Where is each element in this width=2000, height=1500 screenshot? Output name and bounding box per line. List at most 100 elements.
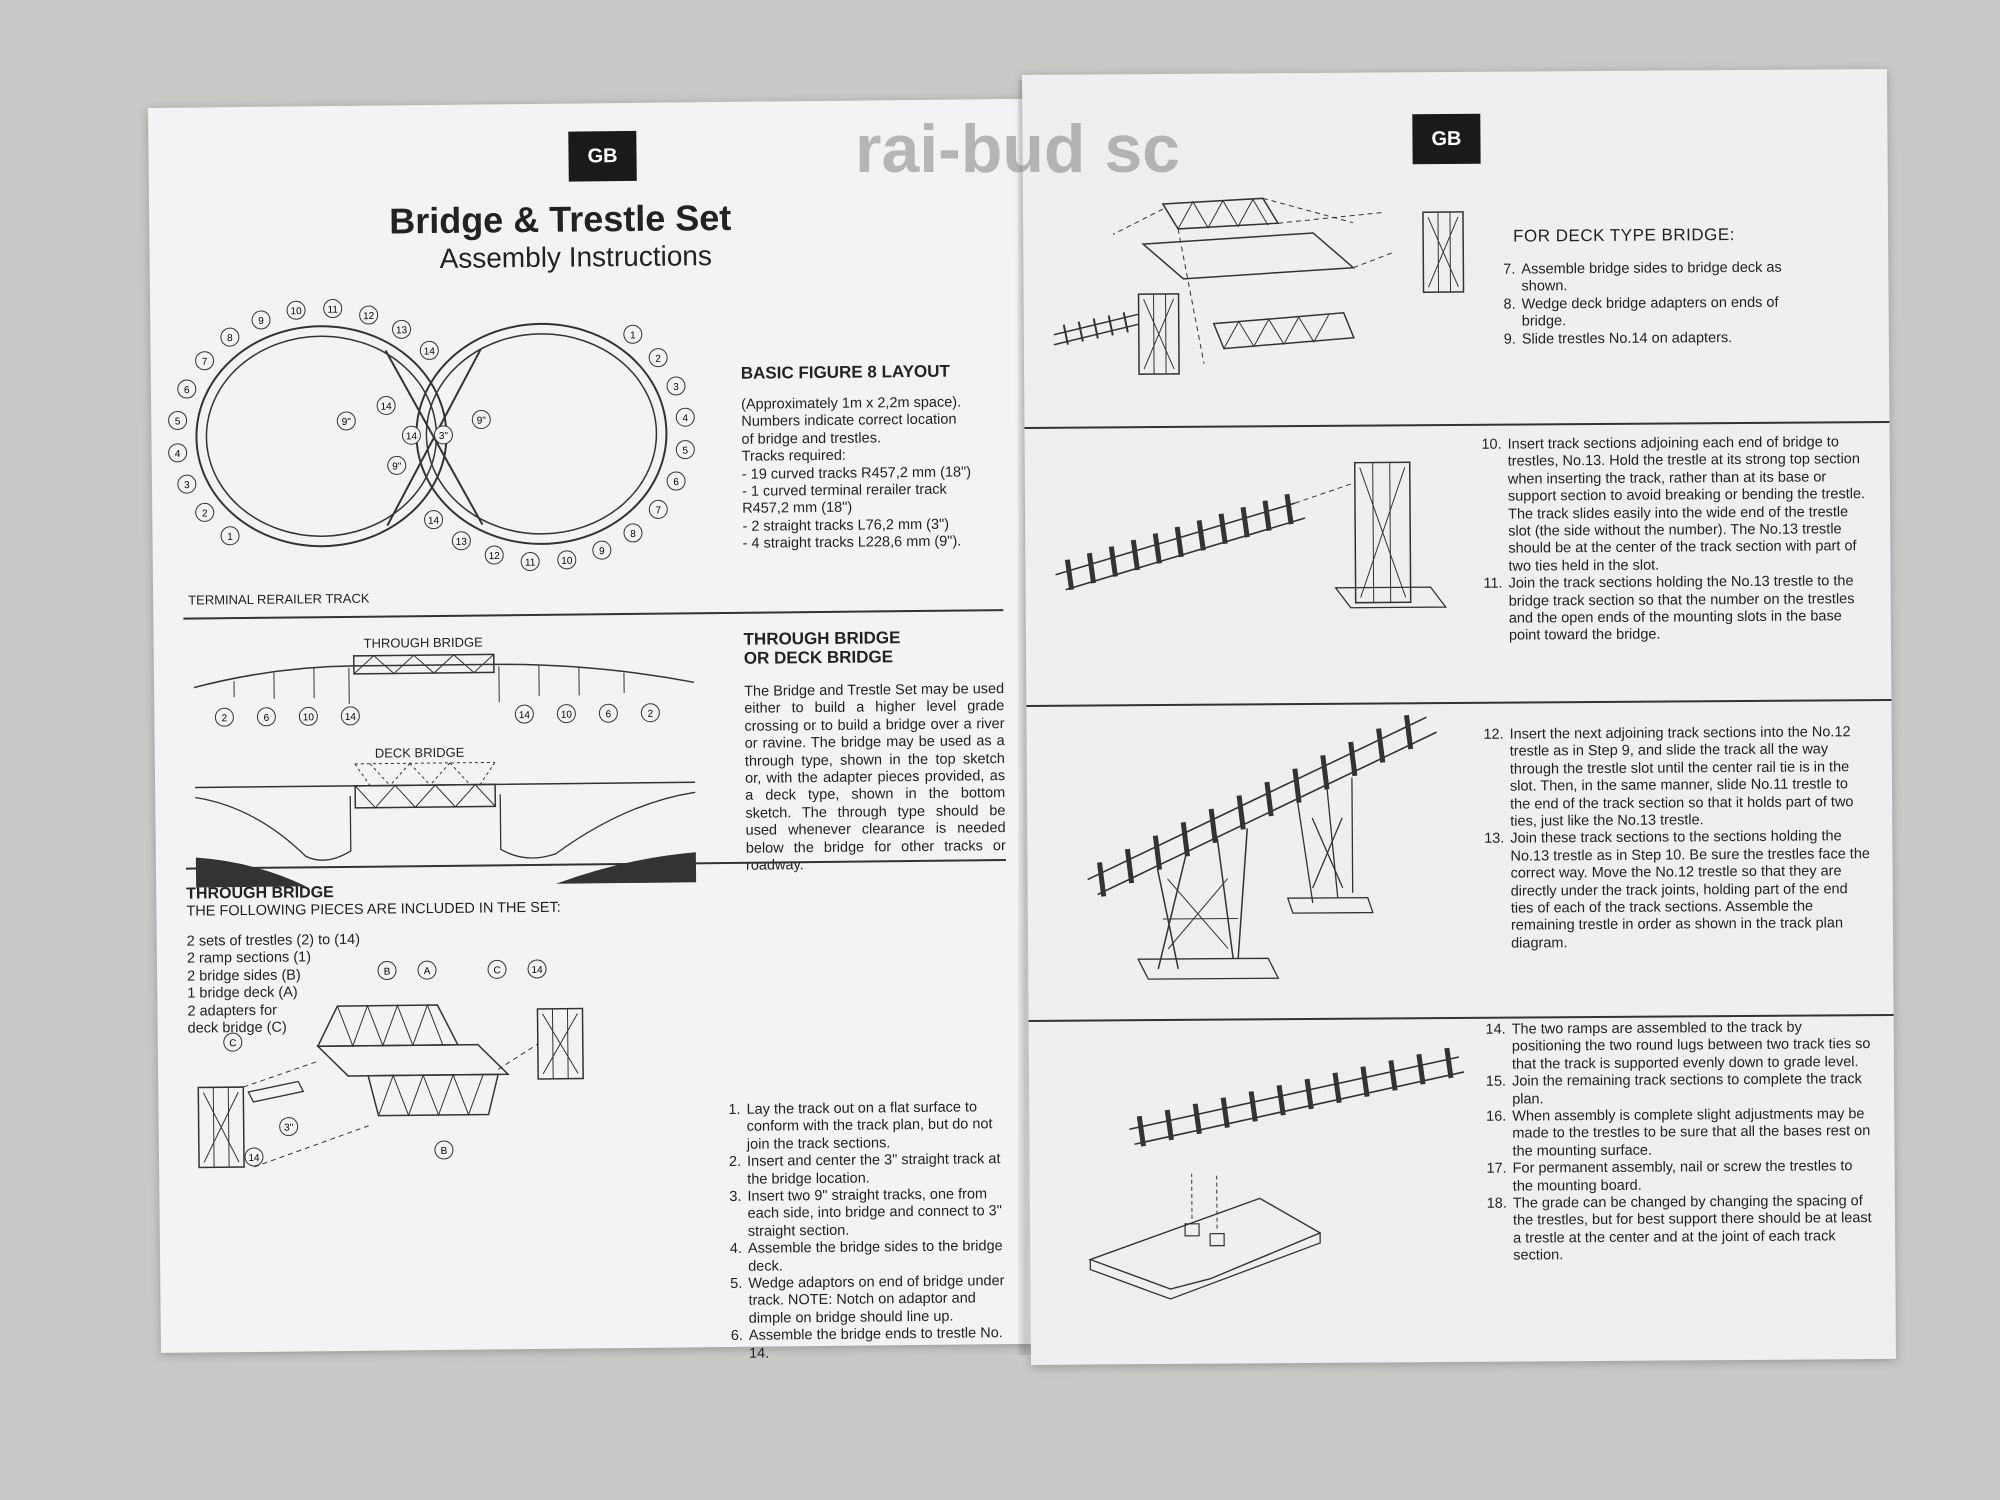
- step-item: 4.Assemble the bridge sides to the bridg…: [720, 1238, 1010, 1276]
- step-item: 2.Insert and center the 3" straight trac…: [719, 1151, 1009, 1189]
- right-loop-number-circle: [484, 545, 504, 565]
- center-label: 14: [381, 401, 393, 412]
- step-text: Insert track sections adjoining each end…: [1507, 434, 1866, 575]
- assembly-callout-circle: [417, 960, 437, 980]
- step-text: The two ramps are assembled to the track…: [1511, 1019, 1871, 1073]
- step-item: 16.When assembly is complete slight adju…: [1484, 1106, 1874, 1161]
- right-seq-number: 6: [606, 709, 612, 720]
- step-number: 4.: [729, 1241, 743, 1258]
- track-tie: [1388, 1060, 1398, 1091]
- assembly-callout: C: [493, 965, 500, 976]
- left-loop-number-circle: [419, 340, 439, 360]
- left-steps-list: 1.Lay the track out on a flat surface to…: [718, 1099, 1011, 1363]
- left-loop-number: 7: [202, 357, 208, 368]
- track-tie: [1220, 1097, 1230, 1128]
- track-tie: [1236, 795, 1246, 830]
- deck-bridge-assembly-diagram: [1053, 197, 1465, 375]
- right-loop-number-circle: [648, 499, 668, 519]
- right-loop-number: 7: [655, 505, 661, 516]
- right-seq-number: 2: [648, 709, 654, 720]
- left-seq-number-circle: [256, 707, 276, 727]
- step-item: 10.Insert track sections adjoining each …: [1480, 434, 1871, 576]
- left-loop-number-circle: [220, 526, 240, 546]
- step-number: 15.: [1485, 1073, 1507, 1091]
- figure8-text: (Approximately 1m x 2,2m space). Numbers…: [741, 394, 972, 553]
- gb-badge-left: GB: [568, 130, 637, 182]
- right-page: GB FOR DECK TYPE BRIDGE: 7.Assemble brid…: [1022, 68, 1896, 1365]
- center-label-circle: [336, 411, 356, 431]
- track-tie: [1264, 781, 1274, 817]
- step-number: 16.: [1486, 1108, 1507, 1125]
- step-number: 14.: [1485, 1021, 1506, 1038]
- left-loop-number-circle: [195, 502, 215, 522]
- step-item: 3.Insert two 9" straight tracks, one fro…: [719, 1186, 1010, 1241]
- assembly-callout-circle: [527, 959, 547, 979]
- left-loop-number-circle: [323, 299, 343, 319]
- track-tie: [1416, 1053, 1426, 1085]
- track-tie: [1097, 862, 1107, 897]
- left-seq-number: 6: [264, 713, 270, 724]
- right-loop-number: 12: [489, 551, 501, 562]
- right-loop-number-circle: [424, 510, 444, 530]
- track-tie: [1332, 1072, 1342, 1104]
- step-text: For permanent assembly, nail or screw th…: [1512, 1158, 1853, 1195]
- assembly-callout-circle: [223, 1032, 243, 1052]
- track-tie: [1218, 513, 1228, 545]
- step-number: 1.: [728, 1101, 741, 1118]
- track-tie: [1360, 1066, 1370, 1097]
- track-tie: [1276, 1084, 1286, 1116]
- assembly-callout: B: [441, 1146, 448, 1157]
- right-loop-number-circle: [557, 550, 577, 570]
- right-seq-number: 10: [561, 710, 573, 721]
- left-loop-number: 3: [184, 480, 190, 491]
- left-loop-number-circle: [195, 351, 215, 371]
- assembly-callout: B: [384, 967, 391, 978]
- right-loop-number-circle: [623, 324, 643, 344]
- track-tie: [1064, 559, 1075, 591]
- track-tie: [1248, 1091, 1258, 1122]
- right-loop-number-circle: [623, 523, 643, 543]
- step-text: The grade can be changed by changing the…: [1512, 1193, 1872, 1264]
- track-tie: [1403, 714, 1414, 750]
- step-text: Join the remaining track sections to com…: [1511, 1071, 1862, 1108]
- right-trestle-sequence: 14 10 6 2: [514, 703, 660, 724]
- step-text: Assemble the bridge sides to the bridge …: [747, 1238, 1003, 1275]
- step-number: 2.: [728, 1154, 742, 1171]
- left-loop-number-circle: [286, 300, 306, 320]
- right-seq-number-circle: [598, 703, 618, 723]
- assembly-callout: 3": [284, 1123, 294, 1134]
- track-tie: [1208, 808, 1218, 844]
- left-loop-number: 9: [258, 316, 264, 327]
- right-loop-number: 10: [561, 556, 573, 567]
- track-tie: [1192, 1103, 1202, 1135]
- step-item: 17. For permanent assembly, nail or screw…: [1485, 1158, 1875, 1196]
- ramp-diagram: [1088, 1047, 1465, 1300]
- track-tie: [1136, 1115, 1146, 1147]
- assembly-callout-circle: [377, 961, 397, 981]
- center-label-circle: [387, 455, 407, 475]
- assembly-callout-circle: [279, 1117, 299, 1137]
- right-seq-number: 14: [519, 710, 531, 721]
- track-tie: [1152, 835, 1163, 870]
- step-number: 17.: [1486, 1160, 1507, 1178]
- trestle-row-diagram: [1087, 714, 1437, 980]
- track-tie: [1124, 848, 1135, 884]
- deck-bridge-label: DECK BRIDGE: [374, 744, 465, 761]
- right-loop-number-circle: [675, 440, 695, 460]
- divider-1: [183, 609, 1004, 620]
- assembly-callout: 14: [248, 1153, 260, 1164]
- left-page: GB Bridge & Trestle Set Assembly Instruc…: [148, 98, 1041, 1361]
- right-steps-block-3: 12.Insert the next adjoining track secti…: [1482, 724, 1874, 953]
- left-seq-number-circle: [214, 707, 234, 727]
- right-steps-block-4: 14. The two ramps are assembled to the tr…: [1484, 1019, 1876, 1265]
- step-item: 13.Join these track sections to the sect…: [1482, 829, 1873, 954]
- track-tie: [1284, 493, 1294, 525]
- right-loop-number-circle: [648, 348, 668, 368]
- right-loop-number: 14: [428, 516, 440, 527]
- assembly-callout: C: [229, 1038, 236, 1049]
- step-item: 1.Lay the track out on a flat surface to…: [718, 1099, 1009, 1154]
